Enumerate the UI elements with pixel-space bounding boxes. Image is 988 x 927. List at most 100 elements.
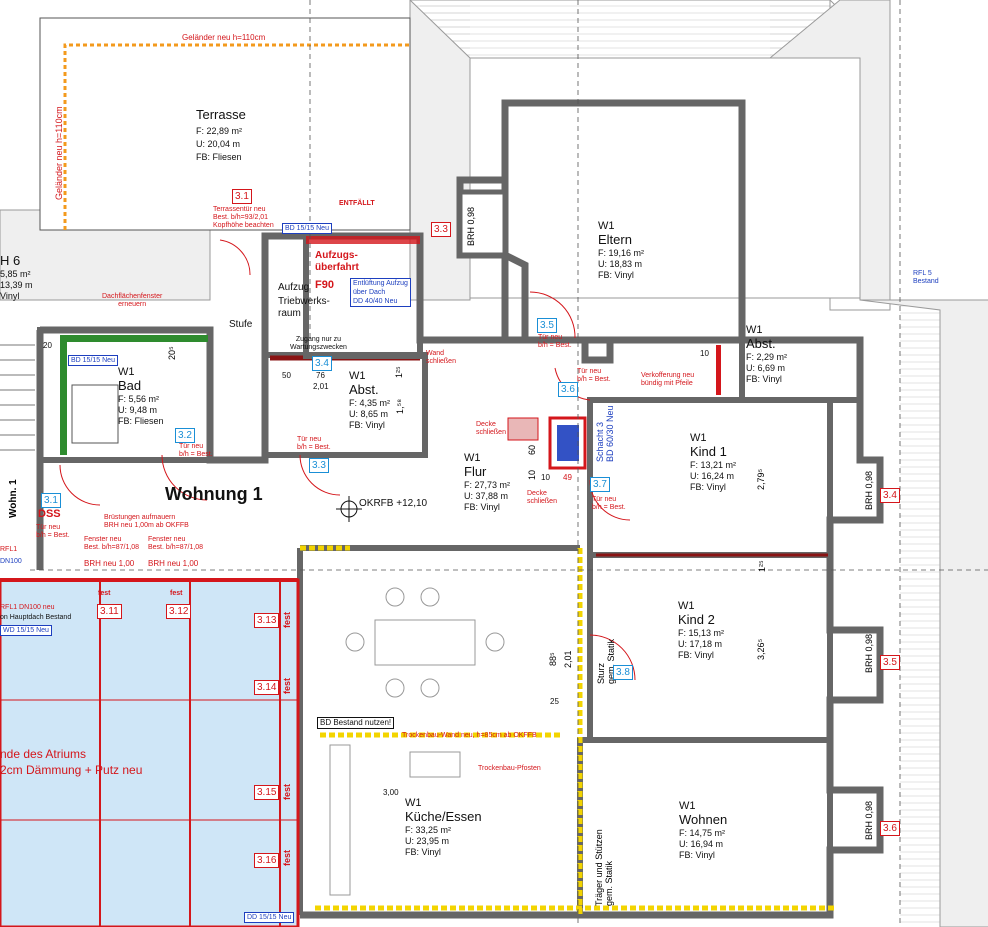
tag-blue-3-3: 3.3 (309, 458, 329, 473)
brh-neu-2: BRH neu 1,00 (148, 559, 199, 568)
tuer-neu-37: Tür neu b/h = Best. (592, 496, 626, 512)
dim-10a: 10 (700, 349, 709, 358)
dn100-label: DN100 (0, 558, 22, 565)
fest-label-1: fest (98, 590, 111, 597)
atrium-label-2: 2cm Dämmung + Putz neu (0, 763, 143, 777)
entlueftung-box: Entlüftung Aufzug über Dach DD 40/40 Neu (350, 278, 411, 307)
bd-bestand-label: BD Bestand nutzen! (317, 717, 395, 729)
tag-blue-3-4: 3.4 (312, 356, 332, 371)
dim-50: 50 (282, 371, 291, 380)
dss-label: DSS (38, 508, 61, 520)
fest-label-6: fest (282, 849, 292, 866)
brh-neu-1: BRH neu 1,00 (84, 559, 135, 568)
traeger-label: Träger und Stützen gem. Statik (594, 829, 614, 906)
rfl-dn100-label: RFL1 DN100 neu (0, 604, 55, 611)
tag-3-5: 3.5 (880, 655, 900, 670)
tag-3-16: 3.16 (254, 853, 280, 868)
bruestungen-label: Brüstungen aufmauern BRH neu 1,00m ab OK… (104, 514, 189, 530)
decke-schliessen-2: Decke schließen (527, 490, 557, 506)
atrium-label-1: nde des Atriums (0, 747, 87, 761)
stufe-label: Stufe (229, 319, 253, 330)
wohn-1-label: Wohn. 1 (8, 479, 19, 518)
dim-76: 76 (316, 371, 325, 380)
abst-mid-label: W1 Abst. F: 4,35 m² U: 8,65 m FB: Vinyl (349, 370, 391, 431)
tag-blue-3-1: 3.1 (41, 493, 61, 508)
tuer-neu-32: Tür neu b/h = Best. (179, 443, 213, 459)
dim-279: 2,79⁵ (756, 468, 766, 490)
fest-label-5: fest (282, 783, 292, 800)
verkofferung-label: Verkofferung neu bündig mit Pfeile (641, 372, 695, 388)
kueche-label: W1 Küche/Essen F: 33,25 m² U: 23,95 m FB… (405, 797, 482, 858)
fenster-neu-2: Fenster neu Best. b/h=87/1,08 (148, 536, 204, 552)
tag-3-11: 3.11 (97, 604, 122, 619)
dim-25: 25 (550, 697, 559, 706)
f90-label: F90 (315, 279, 334, 291)
abst-right-label: W1 Abst. F: 2,29 m² U: 6,69 m FB: Vinyl (746, 324, 788, 385)
bd-15-15-neu-2: BD 15/15 Neu (68, 355, 118, 366)
dim-125a: 1²⁵ (394, 366, 404, 378)
rfl1-label: RFL1 (0, 546, 18, 553)
kind1-label: W1 Kind 1 F: 13,21 m² U: 16,24 m FB: Vin… (690, 432, 737, 493)
apartment-title: Wohnung 1 (165, 484, 263, 504)
rfl5-label: RFL 5 Bestand (913, 270, 939, 286)
gelaender-side-label: Geländer neu h=110cm (54, 106, 64, 200)
brh-098-eltern: BRH 0,98 (466, 206, 476, 246)
triebwerksraum-label: Triebwerks- raum (278, 296, 330, 319)
tuer-neu-31: Tür neu b/h = Best. (36, 524, 70, 540)
dim-326: 3,26⁵ (756, 638, 766, 660)
tag-blue-3-7: 3.7 (590, 477, 610, 492)
dim-49: 49 (563, 473, 572, 482)
tuer-neu-33: Tür neu b/h = Best. (297, 436, 331, 452)
dim-201a: 2,01 (313, 382, 329, 391)
dachflaechenfenster-label: Dachflächenfenster erneuern (102, 293, 163, 309)
tag-3-1-terrace: 3.1 (232, 189, 252, 204)
tag-blue-3-6: 3.6 (558, 382, 578, 397)
terrassentuer-label: Terrassentür neu Best. b/h=93/2,01 Kopfh… (213, 206, 274, 230)
fest-label-3: fest (282, 611, 292, 628)
bd-15-15-neu-1: BD 15/15 Neu (282, 223, 332, 234)
tag-3-6: 3.6 (880, 821, 900, 836)
dim-125b: 1²⁵ (757, 560, 767, 572)
dd-15-15-label: DD 15/15 Neu (244, 912, 295, 923)
tag-3-14: 3.14 (254, 680, 280, 695)
zugang-label: Zugang nur zu Wartungszwecken (290, 336, 347, 352)
gelaender-top-label: Geländer neu h=110cm (182, 33, 266, 42)
tuer-neu-36: Tür neu b/h = Best. (577, 368, 611, 384)
wand-schliessen-label: Wand schließen (426, 350, 456, 366)
dim-158: 1,⁵⁸ (395, 398, 405, 414)
dim-20: 20 (43, 341, 52, 350)
fest-label-4: fest (282, 677, 292, 694)
trockenbau-wand-label: Trockenbau-Wand neu, h=85cm ab OKFFB (402, 732, 537, 739)
schacht-label: Schacht 3 BD 60/30 Neu (595, 405, 615, 462)
dim-10c: 10 (527, 469, 537, 480)
decke-schliessen-1: Decke schließen (476, 421, 506, 437)
dim-205: 20⁵ (167, 346, 177, 360)
dim-885: 88⁵ (548, 652, 558, 666)
wd-15-15-label: WD 15/15 Neu (0, 625, 52, 636)
fest-label-2: fest (170, 590, 183, 597)
tag-3-4: 3.4 (880, 488, 900, 503)
eltern-label: W1 Eltern F: 19,16 m² U: 18,83 m FB: Vin… (598, 220, 645, 281)
tuer-neu-35: Tür neu b/h = Best. (538, 334, 572, 350)
flur-label: W1 Flur F: 27,73 m² U: 37,88 m FB: Vinyl (464, 452, 511, 513)
aufzugsueberfahrt-label: Aufzugs- überfahrt (315, 250, 359, 273)
dim-300: 3,00 (383, 788, 399, 797)
okrfb-label: OKRFB +12,10 (359, 498, 428, 509)
brh-098-kind1: BRH 0,98 (864, 470, 874, 510)
tag-3-3: 3.3 (431, 222, 451, 237)
tag-blue-3-2: 3.2 (175, 428, 195, 443)
trockenbau-pfosten-label: Trockenbau-Pfosten (478, 765, 541, 772)
brh-098-wohnen: BRH 0,98 (864, 800, 874, 840)
fenster-neu-1: Fenster neu Best. b/h=87/1,08 (84, 536, 140, 552)
bad-label: W1 Bad F: 5,56 m² U: 9,48 m FB: Fliesen (118, 366, 164, 427)
wohnen-label: W1 Wohnen F: 14,75 m² U: 16,94 m FB: Vin… (679, 800, 728, 861)
tag-blue-3-8: 3.8 (613, 665, 633, 680)
entfaellt-label: ENTFÄLLT (339, 200, 375, 207)
kind2-label: W1 Kind 2 F: 15,13 m² U: 17,18 m FB: Vin… (678, 600, 725, 661)
hauptdach-label: on Hauptdach Bestand (0, 614, 72, 621)
dim-201b: 2,01 (563, 650, 573, 668)
h6-label: H 6 5,85 m² 13,39 m Vinyl (0, 253, 33, 302)
brh-098-kind2: BRH 0,98 (864, 633, 874, 673)
dim-60: 60 (527, 444, 537, 455)
